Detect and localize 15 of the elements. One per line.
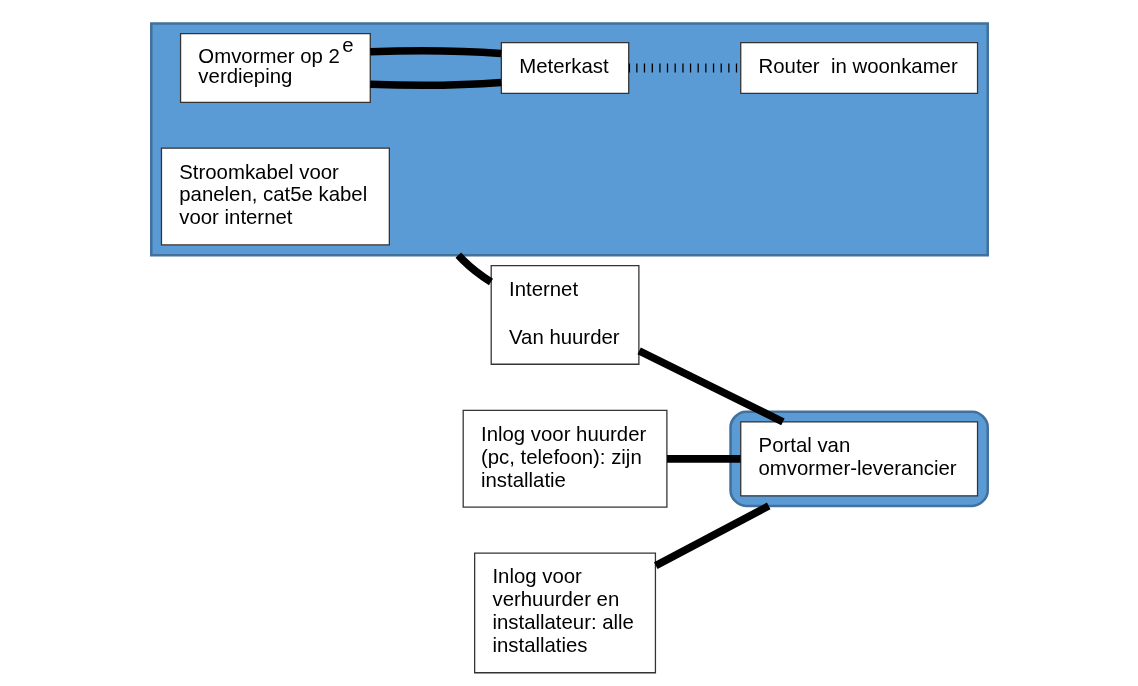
connector xyxy=(369,78,501,89)
connector xyxy=(455,252,493,286)
node-box: Stroomkabel voor panelen, cat5e kabel voor internet xyxy=(160,147,390,246)
node-box: Portal van omvormer-leverancier xyxy=(739,421,978,497)
node-box: Internet Van huurder xyxy=(490,265,640,365)
node-box: Meterkast xyxy=(500,41,629,95)
cluster xyxy=(728,410,989,508)
node-box: Inlog voor verhuurder en installateur: alle installaties xyxy=(473,552,656,674)
connector xyxy=(666,455,741,463)
node-box: Router in woonkamer xyxy=(739,41,978,95)
connector xyxy=(636,347,785,426)
node-box: Inlog voor huurder (pc, telefoon): zijn installatie xyxy=(462,409,668,508)
connector xyxy=(369,47,501,58)
connector xyxy=(653,502,770,569)
cluster xyxy=(149,22,989,257)
